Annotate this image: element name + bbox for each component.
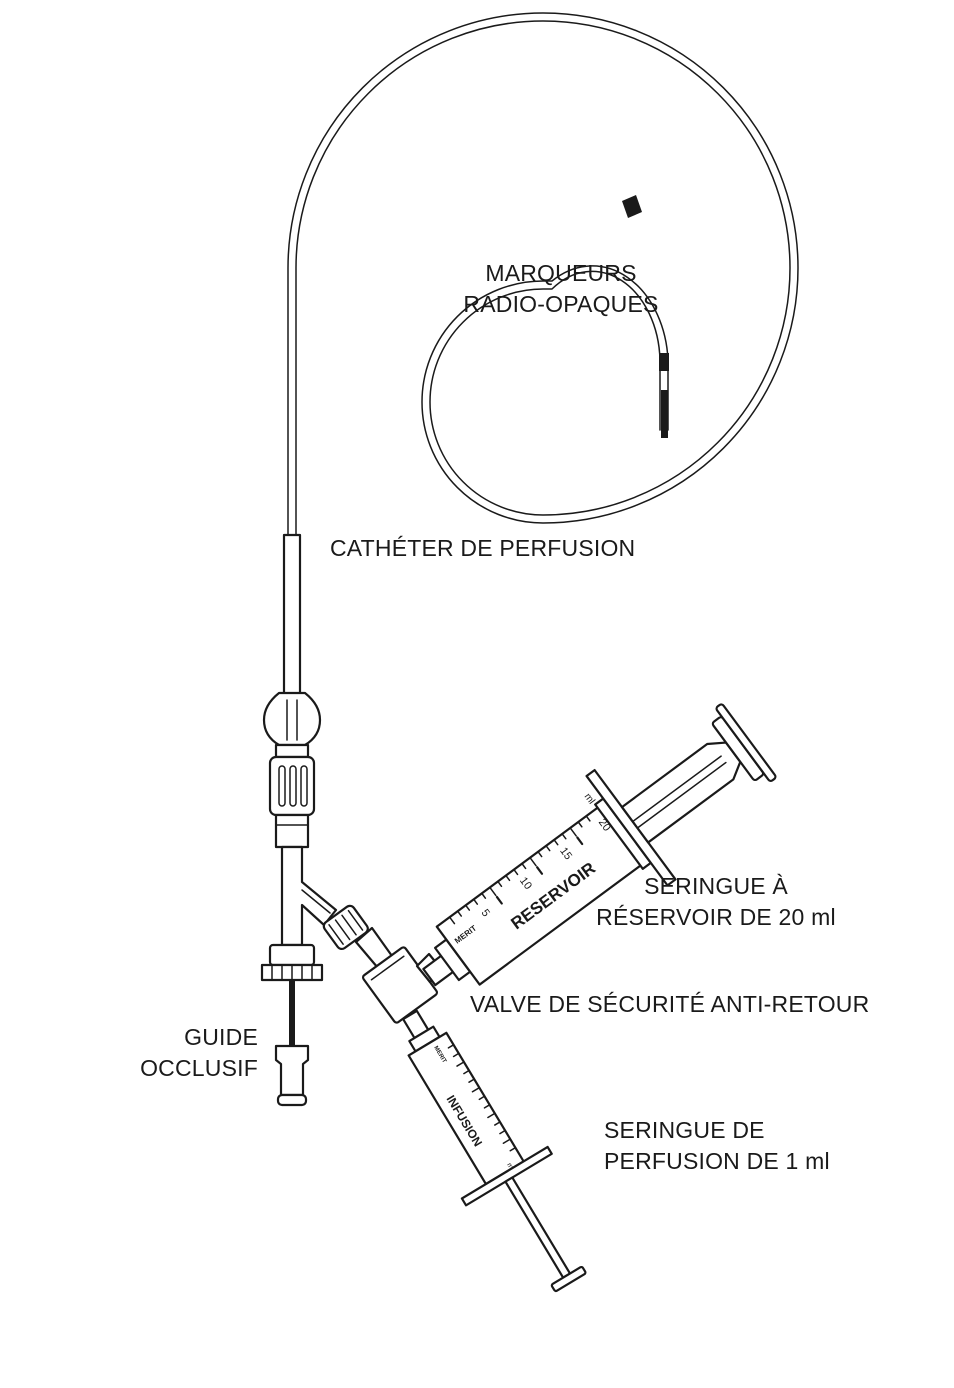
label-valve-text: VALVE DE SÉCURITÉ ANTI-RETOUR — [470, 989, 869, 1020]
label-catheter: CATHÉTER DE PERFUSION — [330, 533, 635, 564]
occlusive-guide — [276, 980, 308, 1105]
catheter-proximal-shaft — [284, 535, 300, 695]
luer-connector — [270, 757, 314, 847]
reservoir-syringe: MERIT 5 10 15 20 ml RESERVOIR — [389, 686, 790, 1032]
label-catheter-text: CATHÉTER DE PERFUSION — [330, 533, 635, 564]
label-guide-line-1: GUIDE — [120, 1022, 258, 1053]
label-guide-line-2: OCCLUSIF — [120, 1053, 258, 1084]
label-reservoir-line-1: SERINGUE À — [586, 871, 846, 902]
label-reservoir-syringe: SERINGUE À RÉSERVOIR DE 20 ml — [586, 871, 846, 933]
label-markers: MARQUEURS RADIO-OPAQUES — [456, 258, 666, 320]
label-markers-line-2: RADIO-OPAQUES — [456, 289, 666, 320]
tuohy-cap — [262, 945, 322, 980]
label-infusion-line-2: PERFUSION DE 1 ml — [604, 1146, 830, 1177]
label-guide: GUIDE OCCLUSIF — [120, 1022, 258, 1084]
label-infusion-syringe: SERINGUE DE PERFUSION DE 1 ml — [604, 1115, 830, 1177]
infusion-syringe: MERIT INFUSION ml — [367, 989, 613, 1308]
label-infusion-line-1: SERINGUE DE — [604, 1115, 830, 1146]
label-valve: VALVE DE SÉCURITÉ ANTI-RETOUR — [470, 989, 869, 1020]
label-markers-line-1: MARQUEURS — [456, 258, 666, 289]
catheter-hub — [264, 693, 320, 757]
label-reservoir-line-2: RÉSERVOIR DE 20 ml — [586, 902, 846, 933]
